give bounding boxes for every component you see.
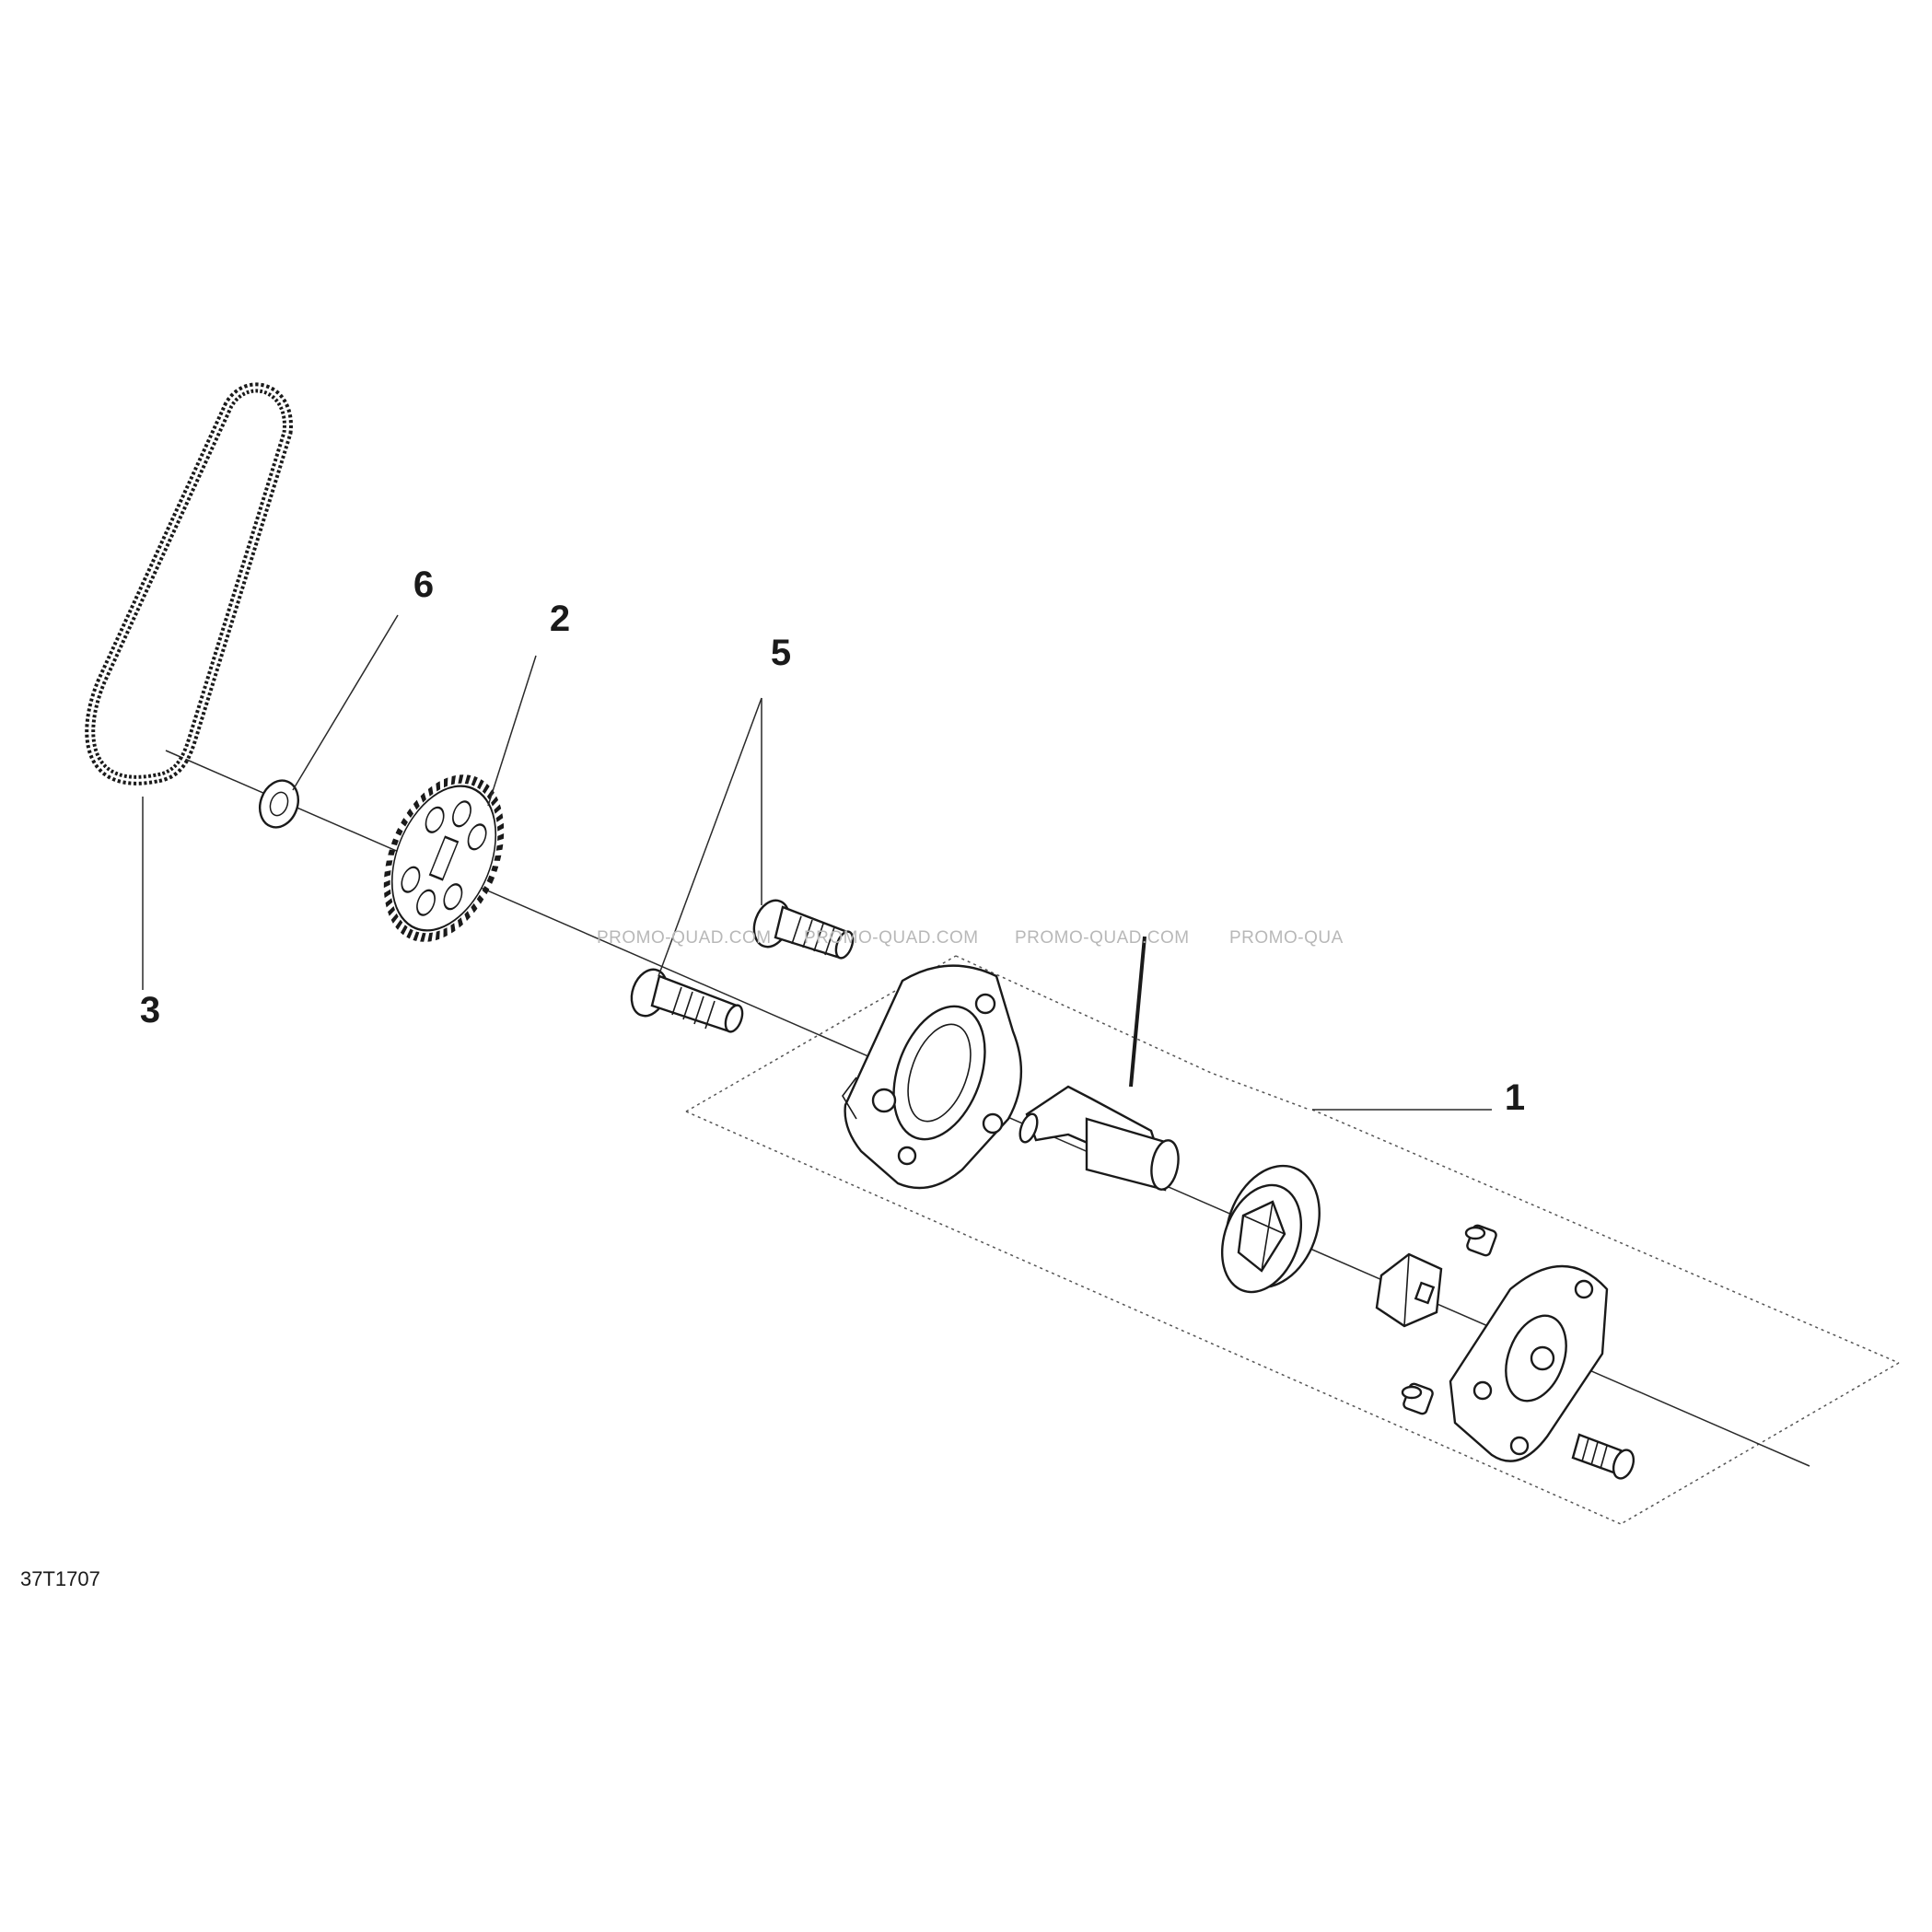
pump-cover bbox=[1449, 1264, 1609, 1462]
sprocket bbox=[383, 774, 505, 942]
callout-1: 1 bbox=[1505, 1077, 1525, 1118]
pin bbox=[1129, 936, 1146, 1088]
dowel-pin-upper bbox=[1464, 1224, 1497, 1257]
chain bbox=[85, 382, 293, 786]
callouts: 1 2 3 5 6 bbox=[140, 564, 1525, 1118]
callout-3: 3 bbox=[140, 990, 160, 1030]
screw-upper bbox=[752, 899, 855, 960]
callout-2: 2 bbox=[550, 599, 570, 639]
inner-rotor bbox=[1375, 1252, 1443, 1328]
watermarks: PROMO-QUAD.COM PROMO-QUAD.COM PROMO-QUAD… bbox=[597, 928, 1344, 948]
reference-code: 37T1707 bbox=[20, 1567, 100, 1590]
leader-lines bbox=[142, 614, 1492, 1111]
cover-screw bbox=[1571, 1433, 1635, 1480]
outer-rotor bbox=[1220, 1164, 1321, 1294]
watermark-2: PROMO-QUAD.COM bbox=[804, 928, 979, 948]
watermark-1: PROMO-QUAD.COM bbox=[597, 928, 772, 948]
dowel-pin-lower bbox=[1401, 1382, 1434, 1415]
callout-5: 5 bbox=[771, 633, 791, 673]
watermark-4: PROMO-QUA bbox=[1229, 928, 1344, 948]
pump-housing bbox=[842, 964, 1023, 1190]
pump-shaft bbox=[1018, 1085, 1180, 1192]
washer bbox=[259, 779, 299, 829]
callout-6: 6 bbox=[413, 564, 434, 605]
watermark-3: PROMO-QUAD.COM bbox=[1015, 928, 1190, 948]
screw-lower bbox=[630, 968, 744, 1033]
